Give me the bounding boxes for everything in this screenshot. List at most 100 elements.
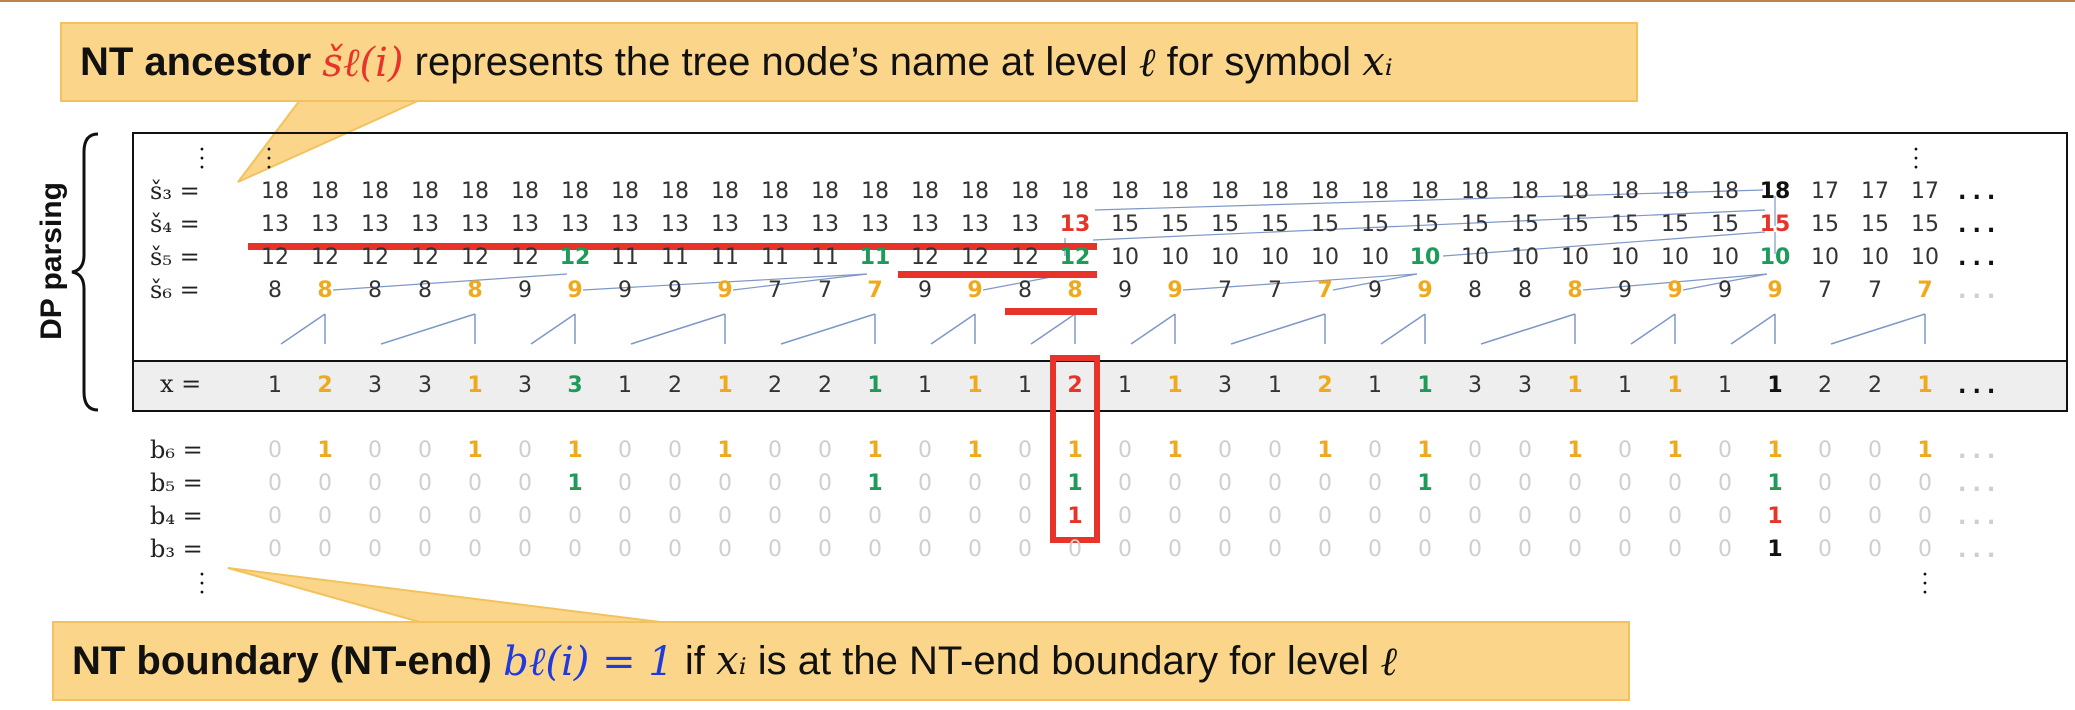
tree-edge <box>1730 313 1776 345</box>
s5-cell: 10 <box>1711 245 1739 270</box>
b3-cell: 0 <box>1718 537 1732 562</box>
b4-cell: 0 <box>1868 504 1882 529</box>
b6-cell: 0 <box>668 438 682 463</box>
s4-cell: 13 <box>611 212 639 237</box>
b5-cell: 0 <box>468 471 482 496</box>
s4-cell: 15 <box>1461 212 1489 237</box>
tree-edge <box>780 313 876 345</box>
s6-cell: 9 <box>668 278 682 303</box>
b3-cell: 0 <box>418 537 432 562</box>
s5-cell: 10 <box>1861 245 1889 270</box>
s5-cell: 12 <box>411 245 439 270</box>
tree-edge <box>1092 209 1766 241</box>
s4-cell: 13 <box>461 212 489 237</box>
s4-cell: 13 <box>861 212 889 237</box>
b3-cell: 0 <box>918 537 932 562</box>
s3-cell: 18 <box>1511 179 1539 204</box>
b4-cell: 0 <box>1418 504 1432 529</box>
b5-cell: 0 <box>1168 471 1182 496</box>
b5-cell: 1 <box>567 471 583 496</box>
b4-cell: 0 <box>1668 504 1682 529</box>
s4-cell: 13 <box>511 212 539 237</box>
b3-cell: 0 <box>468 537 482 562</box>
s6-cell: 9 <box>918 278 932 303</box>
b5-cell: 0 <box>1118 471 1132 496</box>
s4-cell: 13 <box>811 212 839 237</box>
tree-edge <box>1480 313 1576 345</box>
tree-edge <box>1182 273 1418 291</box>
b6-cell: 1 <box>1767 438 1783 463</box>
tree-edge <box>1582 273 1768 291</box>
b4-ellipsis: ... <box>1955 502 1999 530</box>
s3-cell: 18 <box>811 179 839 204</box>
s4-cell: 13 <box>661 212 689 237</box>
b3-cell: 0 <box>1518 537 1532 562</box>
s6-cell: 7 <box>1268 278 1282 303</box>
level-symbol: ℓ <box>1380 638 1397 685</box>
callout-text: if <box>684 638 705 683</box>
s5-cell: 12 <box>559 245 591 270</box>
b5-cell: 0 <box>318 471 332 496</box>
s4-cell: 15 <box>1361 212 1389 237</box>
x-cell: 2 <box>1067 373 1083 398</box>
s6-cell: 8 <box>1567 278 1583 303</box>
b3-cell: 0 <box>1318 537 1332 562</box>
b6-cell: 0 <box>268 438 282 463</box>
s6-cell: 8 <box>368 278 382 303</box>
s4-cell: 13 <box>911 212 939 237</box>
b3-cell: 0 <box>1368 537 1382 562</box>
s5-cell: 11 <box>661 245 689 270</box>
s4-cell: 13 <box>261 212 289 237</box>
x-cell: 1 <box>268 373 282 398</box>
s5-cell: 11 <box>761 245 789 270</box>
s5-cell: 12 <box>961 245 989 270</box>
b4-cell: 0 <box>668 504 682 529</box>
vdots-bottom-right: ··· <box>1921 563 1929 606</box>
b5-cell: 0 <box>268 471 282 496</box>
s3-cell: 17 <box>1811 179 1839 204</box>
b6-cell: 0 <box>1518 438 1532 463</box>
vdots-top-left-2: ··· <box>265 138 273 181</box>
b6-cell: 0 <box>768 438 782 463</box>
selected-column-box <box>1050 355 1100 543</box>
s4-cell: 15 <box>1759 212 1791 237</box>
b6-cell: 0 <box>1618 438 1632 463</box>
x-cell: 2 <box>1317 373 1333 398</box>
s3-cell: 18 <box>1759 179 1791 204</box>
s6-ellipsis: ... <box>1955 276 1999 304</box>
b6-cell: 1 <box>1667 438 1683 463</box>
s6-cell: 7 <box>1868 278 1882 303</box>
b6-ellipsis: ... <box>1955 436 1999 464</box>
s6-cell: 7 <box>768 278 782 303</box>
ancestor-callout: NT ancestor šℓ(i) represents the tree no… <box>60 22 1638 102</box>
b5-cell: 0 <box>1618 471 1632 496</box>
b6-cell: 1 <box>717 438 733 463</box>
s5-cell: 12 <box>911 245 939 270</box>
b4-cell: 0 <box>1218 504 1232 529</box>
tree-edge <box>1630 313 1676 345</box>
s3-cell: 18 <box>861 179 889 204</box>
s4-cell: 15 <box>1911 212 1939 237</box>
symbol-xi: xᵢ <box>1362 39 1393 85</box>
s4-cell: 15 <box>1861 212 1889 237</box>
b3-cell: 0 <box>818 537 832 562</box>
s3-cell: 18 <box>1361 179 1389 204</box>
x-cell: 1 <box>1567 373 1583 398</box>
b5-cell: 0 <box>768 471 782 496</box>
x-cell: 1 <box>717 373 733 398</box>
b6-cell: 1 <box>567 438 583 463</box>
b4-cell: 0 <box>1918 504 1932 529</box>
s5-cell: 11 <box>811 245 839 270</box>
x-cell: 1 <box>1368 373 1382 398</box>
x-cell: 1 <box>967 373 983 398</box>
s3-cell: 17 <box>1861 179 1889 204</box>
b4-cell: 0 <box>468 504 482 529</box>
tree-edge <box>582 273 868 291</box>
s6-cell: 9 <box>1417 278 1433 303</box>
tree-edge <box>1130 313 1176 345</box>
callout-title: NT ancestor <box>80 39 312 84</box>
s3-cell: 18 <box>561 179 589 204</box>
tree-edge <box>630 313 726 345</box>
b3-cell: 0 <box>1268 537 1282 562</box>
s6-cell: 7 <box>1917 278 1933 303</box>
